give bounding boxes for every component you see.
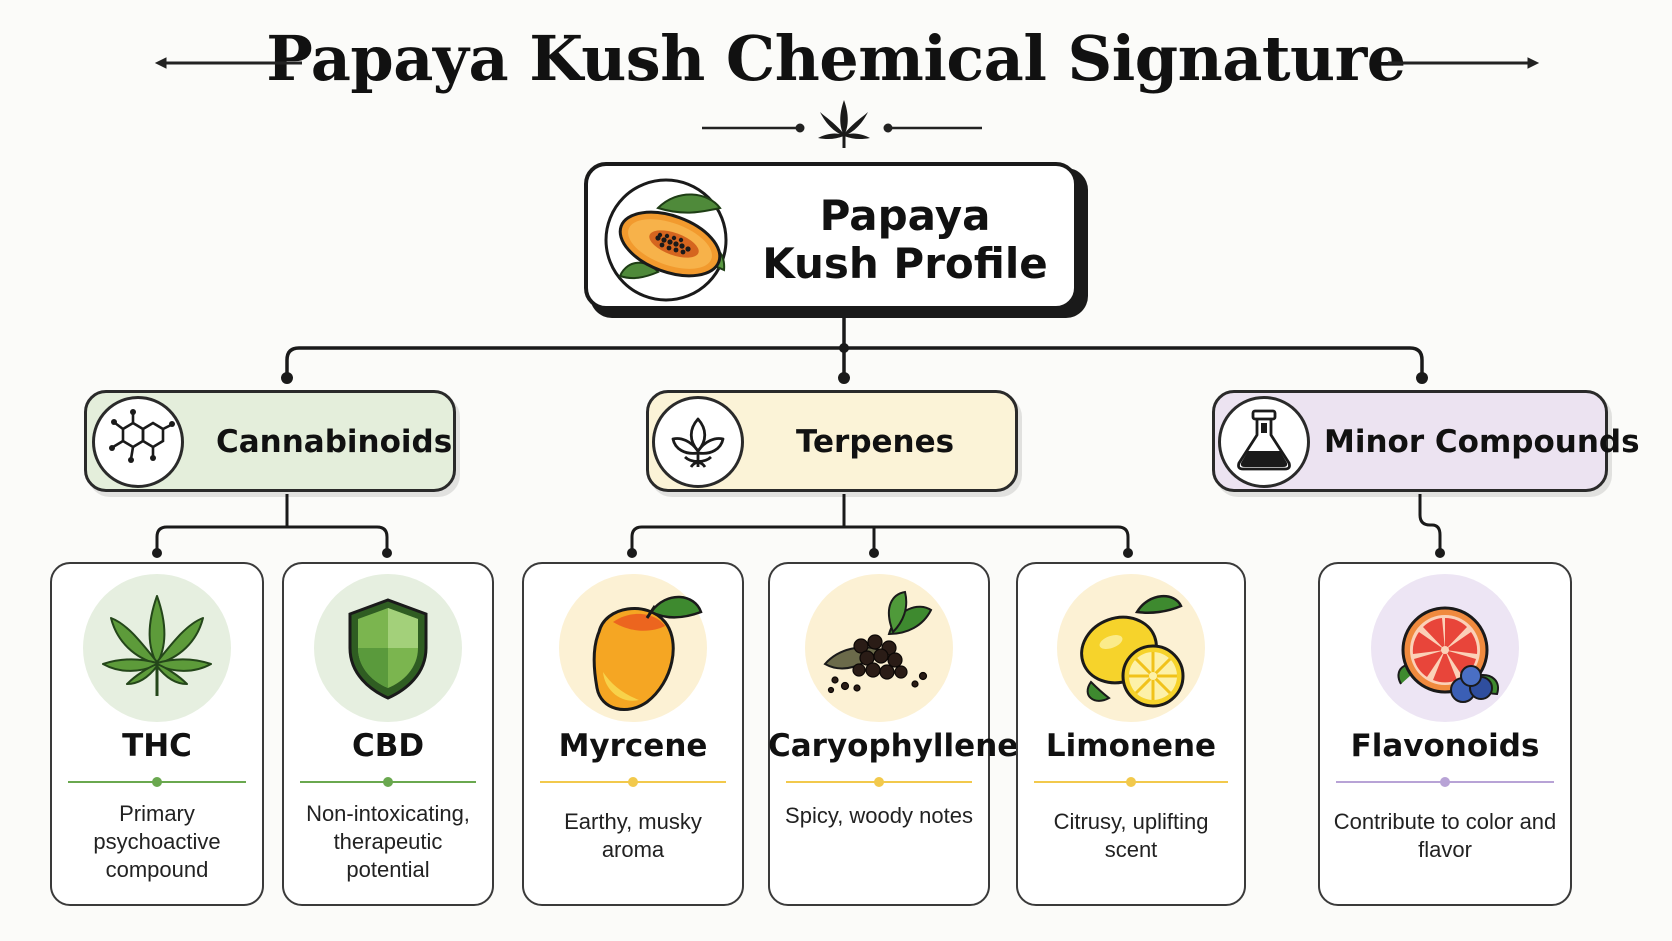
grapefruit-icon (1397, 606, 1499, 703)
papaya-icon (604, 178, 728, 302)
page-title: Papaya Kush Chemical Signature (266, 22, 1406, 95)
leaf-divider (1336, 777, 1554, 787)
category-label-cannabinoids: Cannabinoids (216, 424, 453, 460)
leaf-name: Limonene (1045, 728, 1217, 764)
leaf-name: THC (122, 728, 192, 764)
subtitle-ornament (702, 123, 982, 133)
leaf-description: Spicy, woody notes (785, 803, 973, 828)
mango-icon (592, 595, 703, 711)
molecule-icon (92, 396, 184, 488)
leaf-divider (300, 777, 476, 787)
root-connectors (285, 310, 1424, 378)
leaf-description: Primary psychoactive compound (93, 801, 221, 882)
leaf-divider (786, 777, 972, 787)
leaf-divider (68, 777, 246, 787)
title-ornament-left (154, 57, 302, 69)
leaf-name: Myrcene (558, 728, 708, 764)
leaf-divider (540, 777, 726, 787)
cannabis-leaf-icon (102, 595, 212, 696)
leaf-name: Caryophyllene (768, 728, 1019, 764)
leaf-description: Earthy, musky aroma (564, 809, 702, 862)
category-label-terpenes: Terpenes (796, 424, 955, 460)
peppercorn-icon (823, 590, 933, 694)
root-label: Papaya Kush Profile (762, 191, 1048, 288)
shield-icon (348, 598, 428, 700)
leaf-description: Non-intoxicating, therapeutic potential (306, 801, 470, 882)
title-ornament-right (1388, 57, 1540, 69)
leaf-name: Flavonoids (1350, 728, 1540, 764)
lotus-leaf-icon (652, 396, 744, 488)
lemon-icon (1080, 594, 1185, 708)
cannabis-leaf-ornament-icon (818, 100, 870, 148)
leaf-description: Citrusy, uplifting scent (1053, 809, 1209, 862)
leaf-name: CBD (351, 728, 425, 764)
category-label-minor-compounds: Minor Compounds (1324, 424, 1640, 460)
flask-icon (1218, 396, 1310, 488)
leaf-description: Contribute to color and flavor (1333, 809, 1557, 862)
leaf-divider (1034, 777, 1228, 787)
